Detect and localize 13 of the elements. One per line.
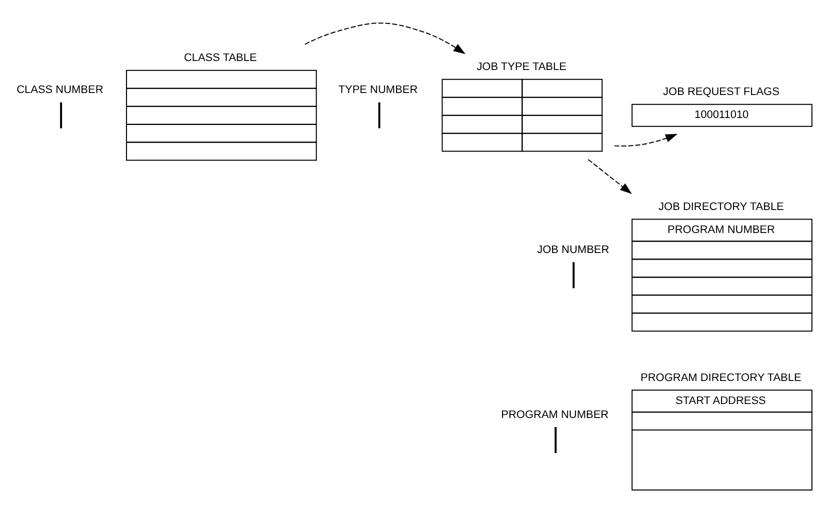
node-box: 100011010 — [632, 104, 812, 127]
node-label: PROGRAM NUMBER — [501, 408, 609, 421]
node-label: JOB REQUEST FLAGS — [663, 86, 780, 98]
node-label: CLASS TABLE — [184, 52, 257, 64]
node-label: CLASS NUMBER — [16, 84, 104, 96]
arrow — [588, 158, 632, 194]
node-label: PROGRAM DIRECTORY TABLE — [640, 372, 802, 384]
node-label: JOB NUMBER — [537, 244, 610, 256]
node-label: JOB DIRECTORY TABLE — [658, 201, 784, 214]
node-label: TYPE NUMBER — [338, 84, 418, 96]
arrow — [614, 134, 678, 147]
node-label: JOB TYPE TABLE — [476, 61, 566, 74]
arrow — [304, 22, 466, 54]
